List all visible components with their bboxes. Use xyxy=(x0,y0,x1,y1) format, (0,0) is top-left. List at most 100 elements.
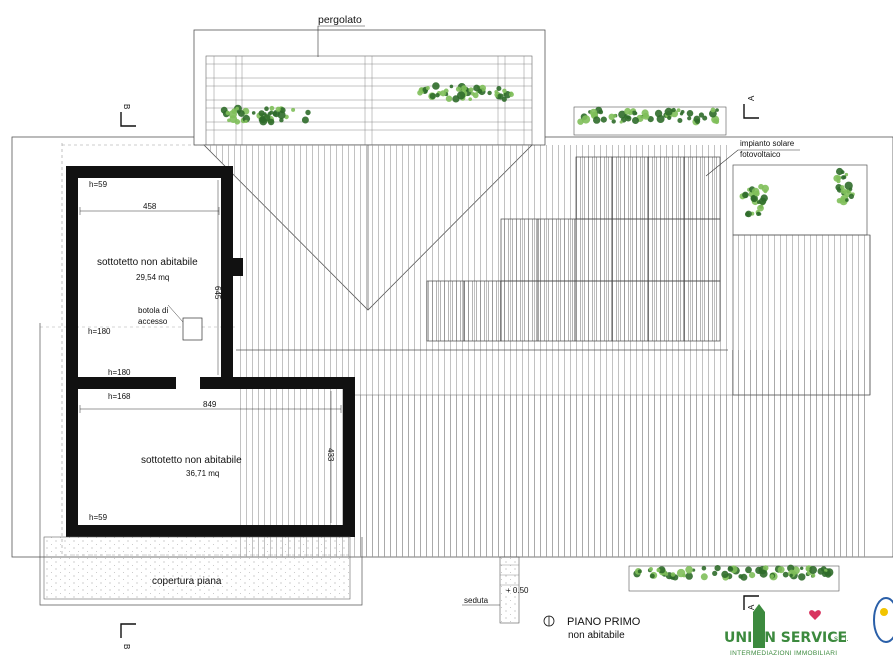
plant-leaf xyxy=(649,573,655,579)
plant-leaf xyxy=(267,118,275,126)
plant-leaf xyxy=(301,116,309,124)
solar-label-line1: impianto solare xyxy=(740,139,795,148)
plant-leaf xyxy=(754,190,760,197)
section-mark-b-bottom: B xyxy=(122,644,131,649)
plant-leaf xyxy=(581,115,591,124)
plant-leaf xyxy=(700,573,708,581)
section-mark-b-top: B xyxy=(122,104,131,109)
plant-leaf xyxy=(593,116,601,124)
plant-leaf xyxy=(770,574,774,579)
plant-leaf xyxy=(472,92,479,99)
room1-name: sottotetto non abitabile xyxy=(97,257,198,268)
plant-leaf xyxy=(648,567,654,572)
plant-leaf xyxy=(231,108,237,114)
plant-leaf xyxy=(667,115,672,120)
plant-leaf xyxy=(750,195,757,202)
height-label: h=168 xyxy=(108,392,131,401)
dim-458: 458 xyxy=(143,202,157,211)
dimension-lines xyxy=(79,180,342,523)
floor-title: PIANO PRIMO xyxy=(567,616,641,628)
plant-leaf xyxy=(758,183,764,190)
plant-leaf xyxy=(715,108,719,112)
plant-leaf xyxy=(710,107,716,113)
plant-leaf xyxy=(269,105,275,111)
plant-leaf xyxy=(658,566,666,574)
plant-leaf xyxy=(503,91,512,99)
plant-leaf xyxy=(844,172,849,177)
plant-leaf xyxy=(631,110,637,116)
plant-leaf xyxy=(825,571,832,578)
height-label: h=59 xyxy=(89,180,108,189)
pergola xyxy=(193,25,546,146)
plant-leaf xyxy=(291,107,296,112)
plant-leaf xyxy=(632,117,639,124)
plant-leaf xyxy=(757,212,762,216)
plant-leaf xyxy=(848,193,855,199)
plant-leaf xyxy=(589,108,598,117)
plant-leaf xyxy=(624,114,628,118)
plant-leaf xyxy=(740,573,748,581)
plant-leaf xyxy=(502,88,507,94)
plant-leaf xyxy=(840,188,847,194)
plant-leaf xyxy=(419,87,424,92)
plant-leaf xyxy=(709,109,717,118)
plant-leaf xyxy=(272,112,277,116)
plant-leaf xyxy=(440,90,447,97)
plant-leaf xyxy=(656,115,665,123)
level-label: + 0.50 xyxy=(506,586,529,595)
logo-name: UNION SERVICE xyxy=(724,630,847,646)
plant-leaf xyxy=(789,573,793,578)
plant-leaf xyxy=(805,567,810,572)
plant-leaf xyxy=(687,116,692,121)
plant-leaf xyxy=(727,566,734,572)
dim-645: 645 xyxy=(213,286,222,300)
plant-leaf xyxy=(670,572,676,577)
plant-leaf xyxy=(461,85,467,92)
hatch-label-line1: botola di xyxy=(138,306,168,315)
plant-leaf xyxy=(714,119,720,125)
section-mark-a-top: A xyxy=(747,95,756,101)
plant-leaf xyxy=(800,566,804,570)
solar-leader xyxy=(705,149,800,177)
plant-leaf xyxy=(656,568,661,573)
plant-leaf xyxy=(432,82,440,90)
plant-leaf xyxy=(468,97,473,101)
plant-leaf xyxy=(600,116,607,123)
plant-leaf xyxy=(762,565,769,571)
floor-symbol xyxy=(543,615,555,627)
plant-leaf xyxy=(279,118,284,123)
flat-roof xyxy=(39,323,363,606)
solar-panels xyxy=(426,156,721,342)
plant-leaf xyxy=(473,84,480,92)
plant-leaf xyxy=(685,572,693,580)
plant-leaf xyxy=(686,110,694,117)
plant-leaf xyxy=(760,194,768,202)
plant-leaf xyxy=(242,114,251,123)
plant-leaf xyxy=(712,570,718,577)
plant-leaf xyxy=(263,114,271,122)
plant-leaf xyxy=(745,210,752,218)
room2-name: sottotetto non abitabile xyxy=(141,455,242,466)
access-hatch xyxy=(167,304,203,341)
plant-leaf xyxy=(745,566,752,574)
plant-leaf xyxy=(811,573,816,578)
plant-leaf xyxy=(642,113,650,120)
plant-leaf xyxy=(619,120,623,124)
plant-leaf xyxy=(637,569,642,574)
dim-849: 849 xyxy=(203,400,217,409)
plant-leaf xyxy=(782,571,789,578)
plant-leaf xyxy=(721,570,729,579)
plant-leaf xyxy=(835,184,843,191)
plant-leaf xyxy=(701,565,707,571)
plant-leaf xyxy=(612,114,617,118)
pergola-label: pergolato xyxy=(318,14,362,26)
plant-leaf xyxy=(611,119,616,124)
plant-leaf xyxy=(305,109,311,116)
plant-leaf xyxy=(749,572,756,579)
plant-leaf xyxy=(277,111,286,119)
seat xyxy=(462,556,520,624)
flat-roof-label: copertura piana xyxy=(152,576,222,587)
plant-leaf xyxy=(244,119,248,123)
logo-suffix: s.r.l. xyxy=(834,634,849,643)
plant-leaf xyxy=(225,110,230,116)
